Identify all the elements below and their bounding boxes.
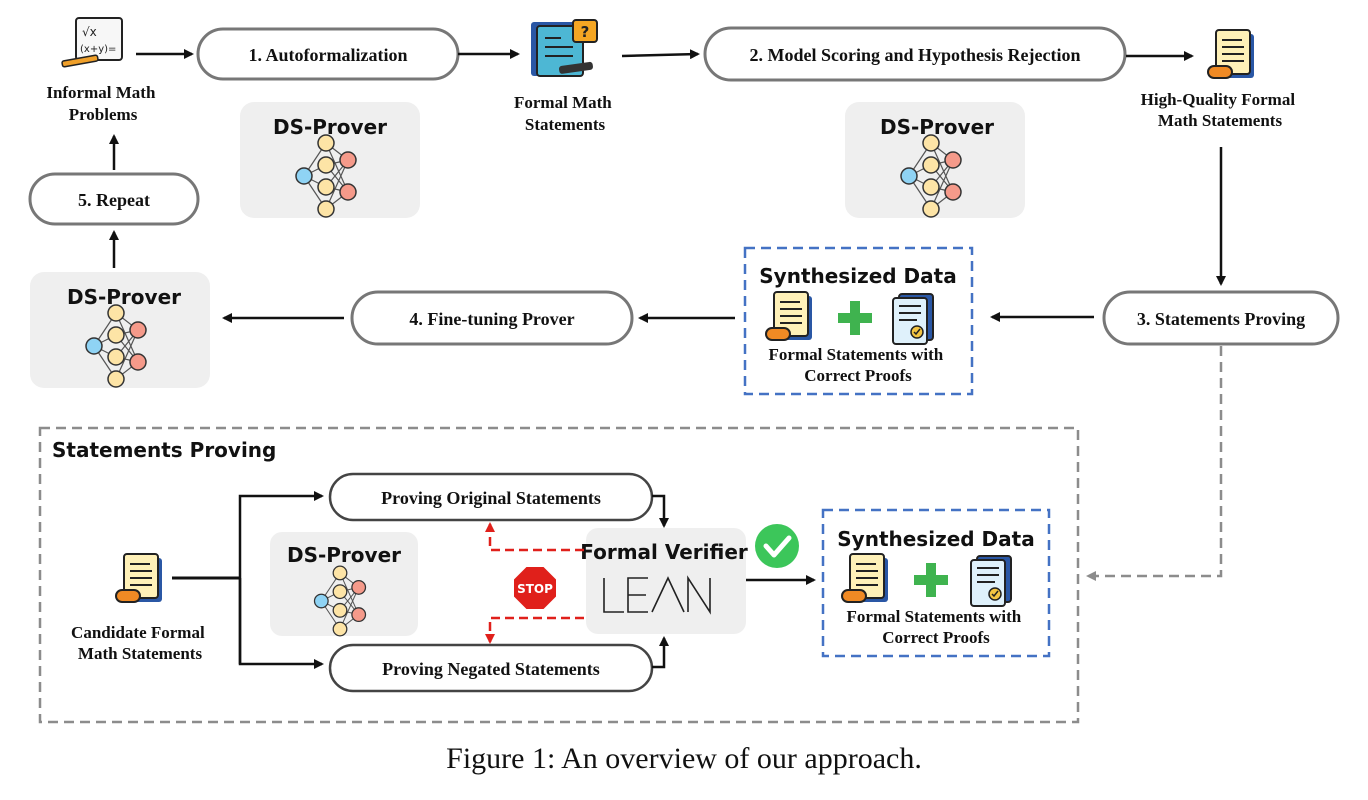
synth-title-bottom: Synthesized Data [837,527,1034,551]
scroll-document-icon [115,553,163,603]
svg-text:?: ? [581,23,590,41]
arrow-original-to-verifier [652,494,669,528]
scoring-label: 2. Model Scoring and Hypothesis Rejectio… [750,45,1081,65]
stop-arrow-negated [485,616,584,644]
svg-text:√x: √x [82,25,97,39]
scoring-pill [703,26,1127,82]
prover-label-3: DS-Prover [67,285,181,309]
certificate-icon [970,555,1012,607]
proving-original-label: Proving Original Statements [381,488,601,508]
scroll-document-icon [1207,29,1255,79]
formal-math-label: Formal Math Statements [514,93,616,134]
verifier-label: Formal Verifier [580,540,748,564]
candidate-label: Candidate Formal Math Statements [71,623,209,663]
svg-text:STOP: STOP [517,582,553,596]
repeat-label: 5. Repeat [78,190,150,210]
dashed-connector [1086,346,1223,581]
synth-caption-bottom: Formal Statements with Correct Proofs [847,607,1026,647]
prover-label-1: DS-Prover [273,115,387,139]
prover-label-4: DS-Prover [287,543,401,567]
synth-title-top: Synthesized Data [759,264,956,288]
svg-text:(x+y)=: (x+y)= [80,44,116,55]
certificate-icon [892,293,934,345]
branch-to-negated [238,578,324,669]
high-quality-label: High-Quality Formal Math Statements [1141,90,1300,130]
question-document-icon: ? [531,19,598,77]
autoformalization-label: 1. Autoformalization [249,45,408,65]
informal-label: Informal Math Problems [46,83,159,124]
proving-pill [1102,290,1340,346]
finetune-pill [350,290,634,346]
stop-sign-icon: STOP [512,565,558,611]
synth-caption-top: Formal Statements with Correct Proofs [769,345,948,385]
proving-label: 3. Statements Proving [1137,309,1305,329]
proving-negated-label: Proving Negated Statements [382,659,600,679]
stop-arrow-original [485,522,584,552]
statements-proving-section [38,426,1080,724]
finetune-label: 4. Fine-tuning Prover [409,309,574,329]
arrow-formal-to-scoring [621,49,700,60]
lean-logo [603,575,711,615]
section-title: Statements Proving [52,438,276,462]
prover-card-4 [270,532,418,636]
figure-caption: Figure 1: An overview of our approach. [446,742,922,775]
arrow-negated-to-verifier [652,636,669,669]
math-problem-icon: √x (x+y)= [61,17,123,68]
repeat-pill [28,172,200,226]
check-circle-icon [755,524,799,568]
prover-label-2: DS-Prover [880,115,994,139]
